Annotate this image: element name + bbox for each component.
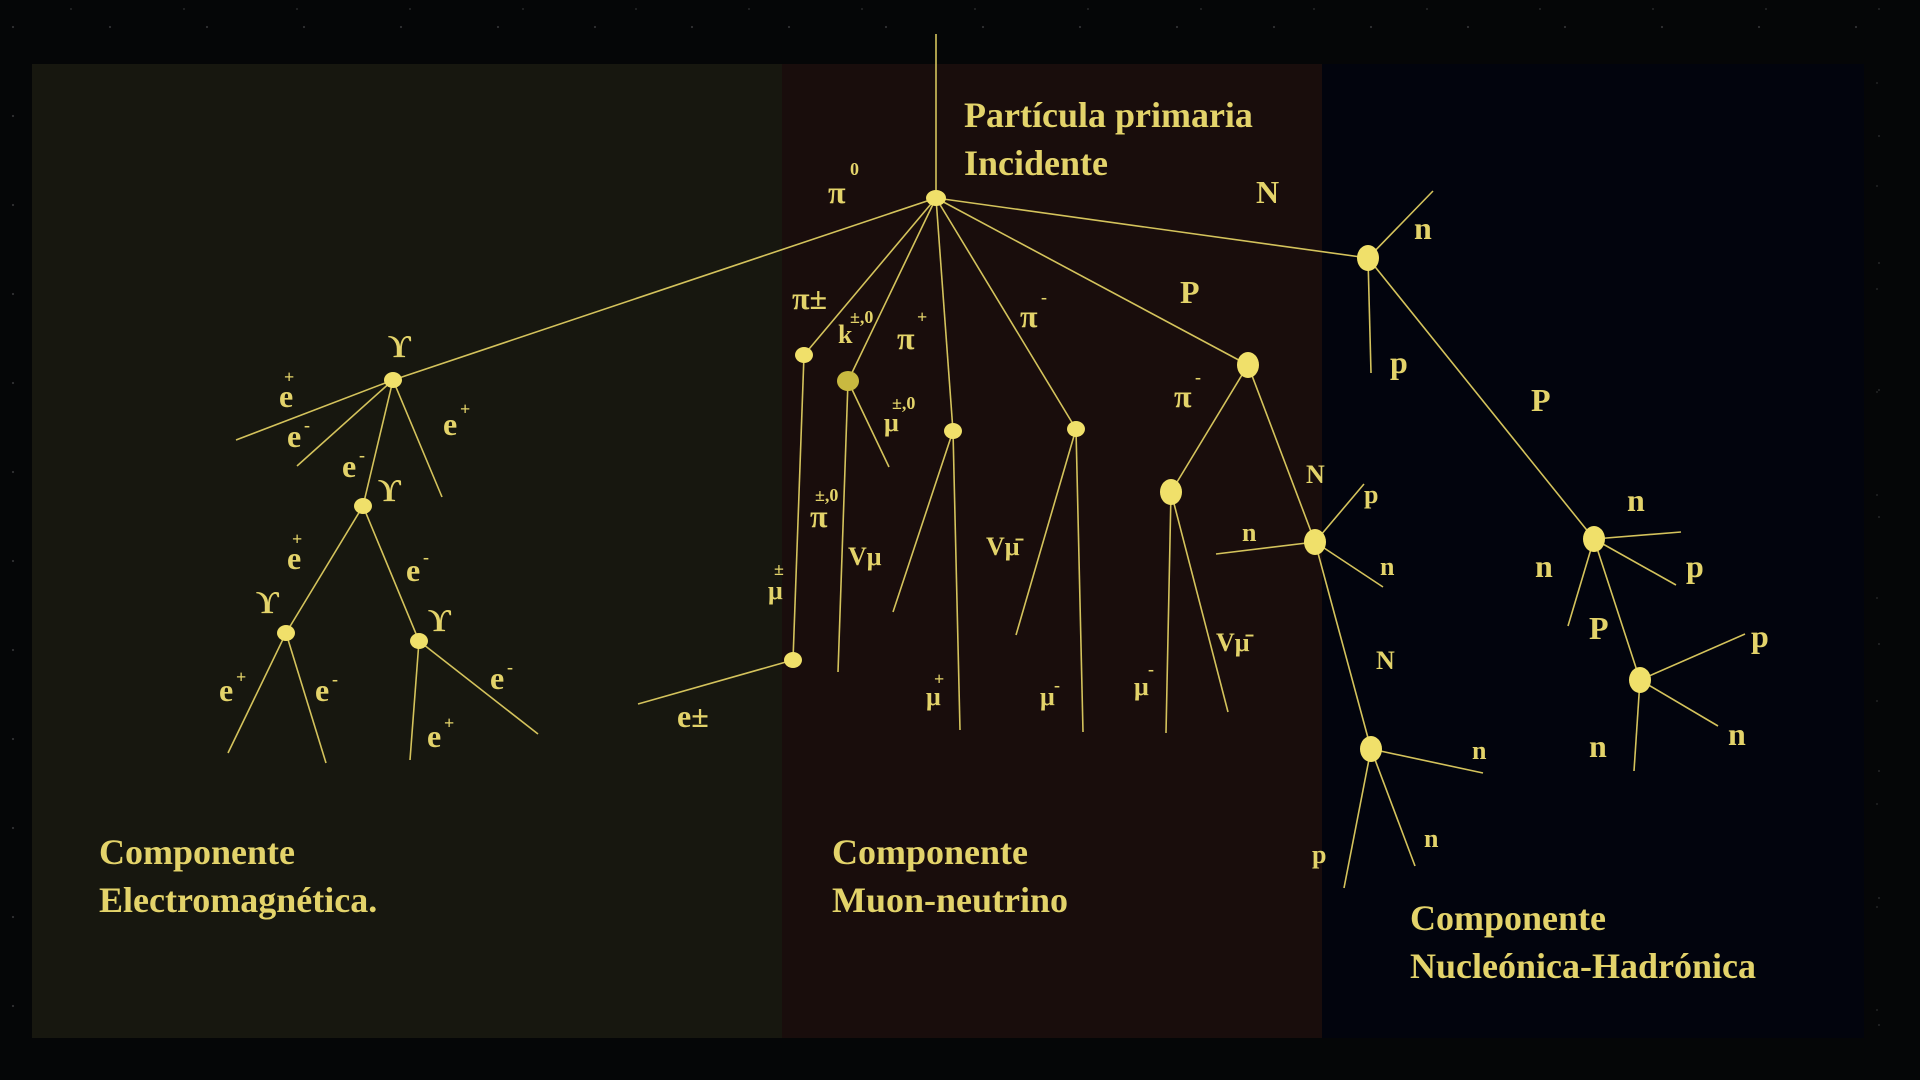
kaon-node xyxy=(837,371,859,391)
n-label-top: n xyxy=(1414,210,1432,246)
n-label-mu: n xyxy=(1242,518,1257,547)
em-component-title: Componente Electromagnética. xyxy=(99,828,377,924)
pi-minus-label-2: π- xyxy=(1174,367,1201,414)
p-label-top: p xyxy=(1390,344,1408,380)
p-label-r1: p xyxy=(1686,548,1704,584)
nucleon-node-2 xyxy=(1360,736,1382,762)
P-label-r2: P xyxy=(1589,610,1609,646)
mu-pm-label: μ± xyxy=(768,559,784,605)
p-label-n1: p xyxy=(1364,480,1379,509)
primary-title-line1: Partícula primaria xyxy=(964,95,1253,135)
mu-component-title: Componente Muon-neutrino xyxy=(832,828,1068,924)
em-title-line2: Electromagnética. xyxy=(99,880,378,920)
mu-plus-label: μ+ xyxy=(926,669,945,711)
shower-lines xyxy=(227,34,1746,889)
e-minus-label-4: e- xyxy=(315,669,338,708)
P-label: P xyxy=(1180,274,1200,310)
mu-title-line2: Muon-neutrino xyxy=(832,880,1069,920)
pi-pm0-label: π±,0 xyxy=(810,485,839,534)
pion-minus-node xyxy=(1067,421,1085,437)
e-plus-label-2: e+ xyxy=(443,399,471,442)
e-pm-label: e± xyxy=(677,698,709,734)
muon-pm-node xyxy=(784,652,802,668)
primary-title-line2: Incidente xyxy=(964,143,1108,183)
nh-title-line1: Componente xyxy=(1410,898,1606,938)
nu-mu-label-1: Vμ xyxy=(848,542,882,571)
electromagnetic-panel xyxy=(32,64,782,1038)
n-label-n3: n xyxy=(1424,824,1439,853)
k-label: k±,0 xyxy=(838,307,874,349)
N-label: N xyxy=(1256,174,1280,210)
mu-title-line1: Componente xyxy=(832,832,1028,872)
nh-title-line2: Nucleónica-Hadrónica xyxy=(1410,946,1756,986)
N-label-3: N xyxy=(1376,646,1395,675)
nucleon-node-1 xyxy=(1304,529,1326,555)
n-label-n1: n xyxy=(1380,552,1395,581)
mu-minus-label-1: μ- xyxy=(1040,675,1060,711)
e-minus-label-5: e- xyxy=(490,657,513,696)
nu-mu-bar-label-2: Vμ̄ xyxy=(1216,628,1250,657)
gamma-node-1 xyxy=(384,372,402,388)
mu-minus-label-2: μ- xyxy=(1134,659,1154,701)
neutron-node xyxy=(1357,245,1379,271)
N-label-2: N xyxy=(1306,460,1325,489)
n-label-n2: n xyxy=(1472,736,1487,765)
gamma-node-4 xyxy=(410,633,428,649)
e-plus-label-5: e+ xyxy=(427,713,455,754)
gamma-node-2 xyxy=(354,498,372,514)
e-plus-label-3: e+ xyxy=(287,529,303,576)
gamma-label-3: ϒ xyxy=(256,584,280,620)
n-label-r4: n xyxy=(1728,716,1746,752)
gamma-label-1: ϒ xyxy=(388,328,412,364)
pi-pm-label: π± xyxy=(792,280,828,316)
gamma-node-3 xyxy=(277,625,295,641)
mu-pm0-label: μ±,0 xyxy=(884,393,916,437)
proton-node xyxy=(1237,352,1259,378)
proton-node-3 xyxy=(1629,667,1651,693)
muon-neutrino-panel xyxy=(782,64,1322,1038)
proton-node-2 xyxy=(1583,526,1605,552)
nh-component-title: Componente Nucleónica-Hadrónica xyxy=(1410,894,1756,990)
e-plus-label-4: e+ xyxy=(219,667,247,708)
em-title-line1: Componente xyxy=(99,832,295,872)
n-label-r2: n xyxy=(1535,548,1553,584)
e-minus-label-2: e- xyxy=(342,445,365,484)
p-label-n2: p xyxy=(1312,840,1327,869)
n-label-r1: n xyxy=(1627,482,1645,518)
pion-pm-node xyxy=(795,347,813,363)
gamma-label-2: ϒ xyxy=(378,472,402,508)
primary-node xyxy=(926,190,946,206)
nu-mu-bar-label-1: Vμ̄ xyxy=(986,532,1020,561)
gamma-label-4: ϒ xyxy=(428,602,452,638)
pion-minus-node-2 xyxy=(1160,479,1182,505)
e-plus-label-1: e+ xyxy=(279,367,295,414)
e-minus-label-3: e- xyxy=(406,547,429,588)
e-minus-label-1: e- xyxy=(287,415,310,454)
primary-particle-title: Partícula primaria Incidente xyxy=(964,91,1253,187)
n-label-r3: n xyxy=(1589,728,1607,764)
p-label-r2: p xyxy=(1751,618,1769,654)
pion-plus-node xyxy=(944,423,962,439)
P-label-right: P xyxy=(1531,382,1551,418)
pi-minus-label: π- xyxy=(1020,287,1047,334)
pi-plus-label: π+ xyxy=(897,307,928,356)
interaction-nodes xyxy=(277,190,1651,762)
